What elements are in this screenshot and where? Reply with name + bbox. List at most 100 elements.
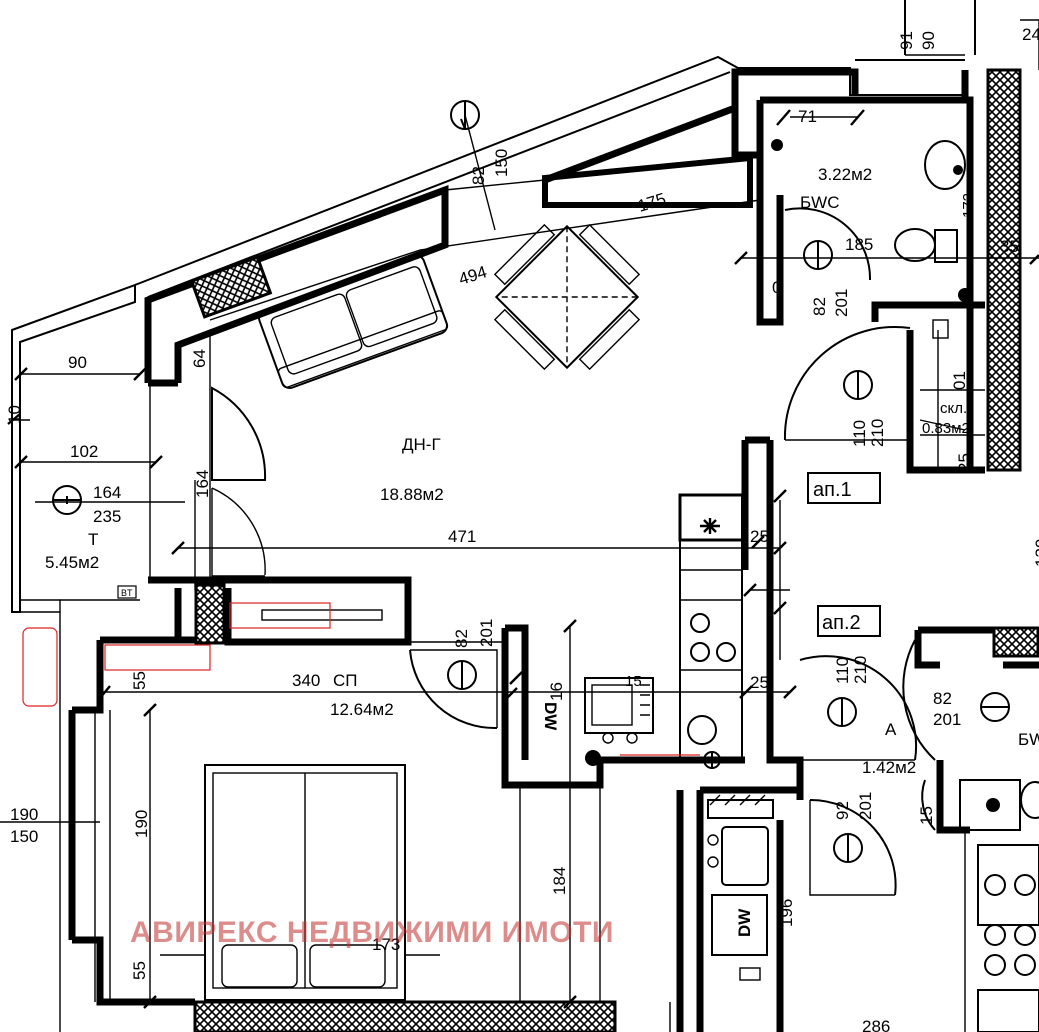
dim-24: 24 — [1022, 25, 1039, 44]
living-room-area: 18.88м2 — [380, 485, 444, 504]
entry-area: 1.42м2 — [862, 758, 916, 777]
dim-82-c: 82 — [452, 629, 471, 648]
dim-286: 286 — [862, 1017, 890, 1032]
level-symbol — [980, 692, 1010, 722]
level-symbol — [447, 660, 477, 690]
terrace-area: 5.45м2 — [45, 553, 99, 572]
bathroom-area: 3.22м2 — [818, 165, 872, 184]
dim-201-c: 201 — [477, 619, 496, 647]
dim-173: 173 — [372, 935, 400, 954]
kitchen-counter — [584, 494, 745, 766]
dimension-labels: 91 90 24 71 82 150 175 494 185 35 172 82… — [5, 25, 1039, 1032]
dishwasher-label-1: DW — [541, 702, 560, 731]
dim-55-a: 55 — [130, 671, 149, 690]
dim-110-a: 110 — [850, 420, 869, 447]
dim-175: 175 — [635, 189, 668, 215]
dim-184: 184 — [550, 867, 569, 895]
interior-walls — [68, 0, 1039, 1032]
dim-92: 92 — [833, 801, 852, 820]
bedroom-name: СП — [333, 671, 358, 690]
dim-90-top: 90 — [919, 31, 938, 50]
level-symbol — [843, 370, 873, 400]
dim-01: 01 — [950, 371, 969, 390]
radiator — [22, 627, 58, 707]
wall-hatch-1 — [189, 255, 273, 319]
level-symbol — [833, 833, 863, 863]
dim-185: 185 — [845, 235, 873, 254]
apartment-tag-2: ап.2 — [817, 605, 881, 637]
kitchen-counter-2 — [707, 794, 774, 981]
bed — [160, 764, 440, 1001]
storage-area: 0.83м2 — [922, 420, 970, 437]
bath2-partial-name: БW — [1018, 730, 1039, 749]
dim-82-b: 82 — [810, 297, 829, 316]
level-symbol — [803, 240, 833, 270]
level-symbol — [450, 100, 480, 130]
dim-0: 0 — [772, 278, 781, 297]
dim-235: 235 — [93, 507, 121, 526]
sofa — [258, 254, 449, 389]
bt-label: BT — [121, 588, 133, 598]
dim-210-b: 210 — [851, 656, 870, 684]
dim-210-a: 210 — [868, 419, 887, 447]
wall-hatch-2 — [194, 583, 226, 645]
dim-55-b: 55 — [130, 961, 149, 980]
dim-25-a: 25 — [955, 453, 974, 472]
dim-196: 196 — [777, 899, 796, 927]
dim-71: 71 — [798, 107, 817, 126]
entry-name: А — [885, 720, 897, 739]
bt-box — [117, 585, 137, 599]
dim-82-a: 82 — [469, 166, 488, 185]
dim-102: 102 — [70, 442, 98, 461]
dim-110-b: 110 — [833, 657, 852, 684]
dim-201-b: 201 — [832, 289, 851, 317]
dim-91: 91 — [897, 31, 916, 50]
dim-201-e: 201 — [856, 792, 875, 820]
apartment-tag-1: ап.1 — [807, 472, 881, 504]
dim-150: 150 — [492, 149, 511, 177]
dim-190-a: 190 — [10, 805, 38, 824]
wall-hatch-east — [986, 68, 1022, 472]
apartment-tag-1-text: ап.1 — [813, 479, 852, 501]
dim-82-d: 82 — [933, 689, 952, 708]
dim-16: 16 — [547, 682, 566, 701]
dim-150-b: 150 — [10, 827, 38, 846]
dim-164-b: 164 — [193, 470, 212, 498]
door-swings — [211, 207, 936, 896]
dishwasher-label-2: DW — [735, 908, 754, 937]
dim-64: 64 — [190, 349, 209, 368]
level-symbol — [703, 751, 721, 769]
room-labels: ДН-Г 18.88м2 Т 5.45м2 3.22м2 БWС скл. 0.… — [45, 165, 1039, 777]
dim-35: 35 — [1000, 237, 1019, 256]
watermark: АВИРЕКС НЕДВИЖИМИ ИМОТИ — [130, 916, 614, 949]
level-symbols — [52, 100, 1010, 863]
terrace-name: Т — [88, 530, 98, 549]
dim-25-c: 25 — [750, 673, 769, 692]
level-symbol — [827, 697, 857, 727]
balcony-outline — [11, 55, 965, 613]
dim-201-d: 201 — [933, 710, 961, 729]
dim-471: 471 — [448, 527, 476, 546]
storage-name: скл. — [940, 400, 967, 417]
wall-hatch-south — [193, 1000, 617, 1032]
bedroom-area: 12.64м2 — [330, 700, 394, 719]
dim-340: 340 — [292, 671, 320, 690]
bathroom-name: БWС — [800, 193, 839, 212]
dim-494: 494 — [456, 262, 489, 288]
wardrobe-bedroom — [104, 602, 383, 671]
dim-90: 90 — [68, 353, 87, 372]
dim-190-b: 190 — [132, 810, 151, 838]
apartment-tag-2-text: ап.2 — [822, 612, 861, 634]
dim-10: 10 — [5, 405, 24, 424]
level-symbol — [52, 485, 82, 515]
bathroom-fixtures — [771, 139, 1039, 1032]
wall-hatch-3 — [992, 626, 1039, 658]
dim-164-a: 164 — [93, 483, 121, 502]
dining-table — [493, 223, 641, 371]
dim-172: 172 — [960, 193, 977, 218]
dim-15-b: 15 — [917, 806, 936, 825]
dim-130: 130 — [1032, 539, 1039, 567]
living-room-name: ДН-Г — [402, 435, 441, 454]
dim-25-b: 25 — [750, 527, 769, 546]
